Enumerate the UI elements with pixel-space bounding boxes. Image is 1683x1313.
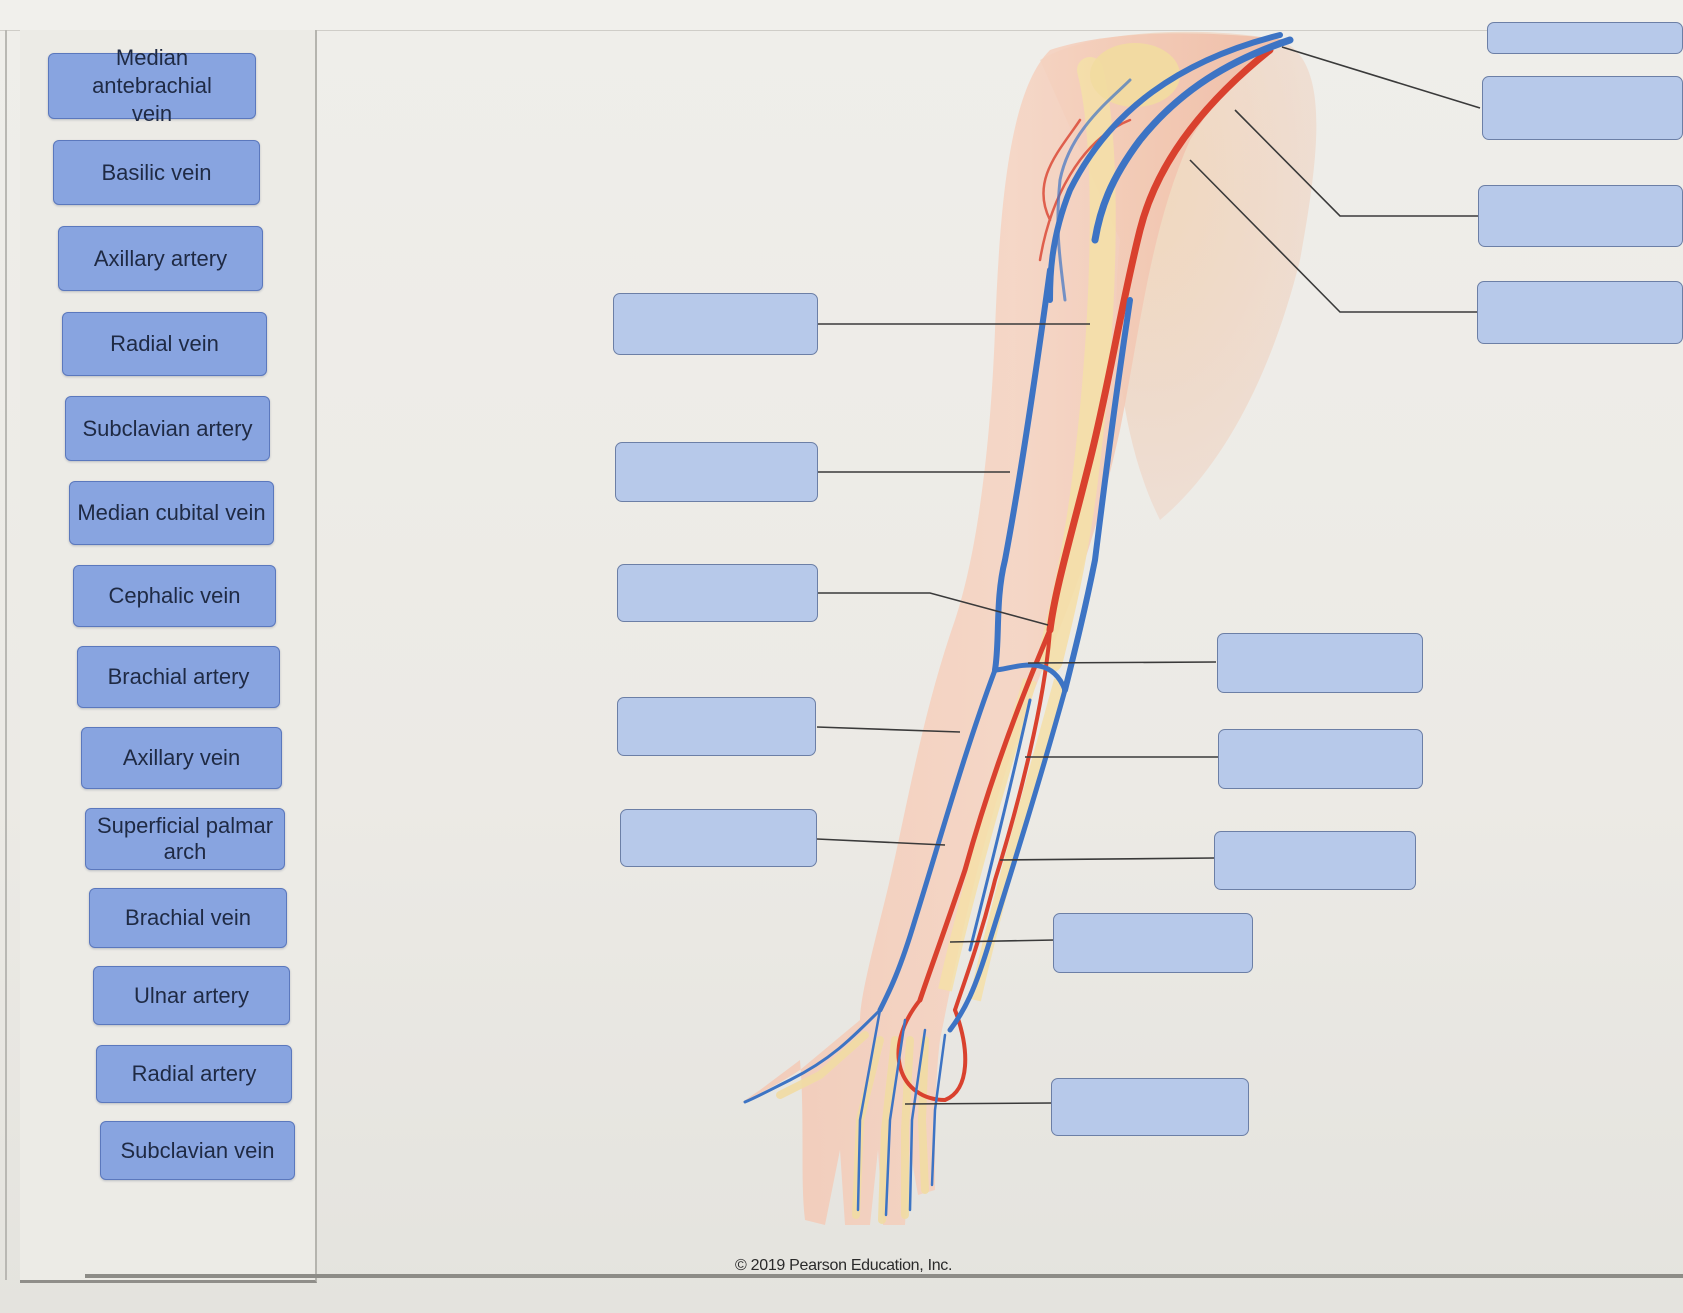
chip-label: Brachial artery (107, 664, 250, 689)
drop-target-9[interactable] (617, 697, 816, 756)
drop-target-7[interactable] (617, 564, 818, 622)
chip-label: Ulnar artery (134, 982, 249, 1008)
chip-label: Axillary vein (122, 745, 241, 770)
radius-bone (938, 677, 1037, 992)
chip-label: Median cubital vein (77, 500, 266, 525)
chip-label: Basilic vein (101, 159, 212, 185)
label-chip-ulnar-artery[interactable]: Ulnar artery (93, 966, 290, 1025)
chip-label: Median antebrachial vein (92, 45, 212, 126)
label-chip-subclavian-vein[interactable]: Subclavian vein (100, 1121, 295, 1180)
humeral-head (1090, 43, 1180, 107)
label-chip-median-antebrachial-vein[interactable]: Median antebrachial vein (48, 45, 256, 126)
label-chip-subclavian-artery[interactable]: Subclavian artery (65, 396, 270, 461)
chip-label: Subclavian artery (82, 415, 253, 441)
top-bar (0, 0, 1683, 31)
drop-target-13[interactable] (1053, 913, 1253, 973)
label-chip-brachial-artery[interactable]: Brachial artery (77, 646, 280, 708)
label-chip-radial-vein[interactable]: Radial vein (62, 312, 267, 376)
drop-target-3[interactable] (1478, 185, 1683, 247)
hand-bones (776, 1031, 929, 1224)
veins (743, 32, 1294, 1217)
label-chip-axillary-artery[interactable]: Axillary artery (58, 226, 263, 291)
label-chip-axillary-vein[interactable]: Axillary vein (81, 727, 282, 789)
chip-label: Brachial vein (125, 905, 251, 930)
label-chip-superficial-palmar-arch[interactable]: Superficial palmar arch (85, 808, 285, 870)
chip-label: Radial vein (110, 331, 219, 356)
chip-label: Cephalic vein (108, 583, 241, 608)
label-chip-radial-artery[interactable]: Radial artery (96, 1045, 292, 1103)
drop-target-1[interactable] (1487, 22, 1683, 54)
chip-label: Radial artery (131, 1061, 257, 1086)
drop-target-4[interactable] (1477, 281, 1683, 344)
drop-target-5[interactable] (613, 293, 818, 355)
chip-label: Subclavian vein (120, 1137, 275, 1163)
drop-target-11[interactable] (620, 809, 817, 867)
frame-bottom-edge (85, 1274, 1683, 1278)
chip-label: Axillary artery (93, 245, 228, 271)
drop-target-8[interactable] (1217, 633, 1423, 693)
label-chip-median-cubital-vein[interactable]: Median cubital vein (69, 481, 274, 545)
label-chip-cephalic-vein[interactable]: Cephalic vein (73, 565, 276, 627)
humerus-bone (1037, 57, 1116, 673)
copyright-text: © 2019 Pearson Education, Inc. (735, 1257, 953, 1274)
label-chip-basilic-vein[interactable]: Basilic vein (53, 140, 260, 205)
drop-target-12[interactable] (1214, 831, 1416, 890)
leader-lines (816, 46, 1481, 1105)
label-chip-brachial-vein[interactable]: Brachial vein (89, 888, 287, 948)
drop-target-2[interactable] (1482, 76, 1683, 140)
arteries (896, 46, 1274, 1103)
activity-frame (5, 30, 1683, 1280)
drop-target-6[interactable] (615, 442, 818, 502)
drop-target-10[interactable] (1218, 729, 1423, 789)
arm-silhouette (738, 33, 1290, 1226)
drop-target-14[interactable] (1051, 1078, 1249, 1136)
chip-label: Superficial palmar arch (96, 813, 274, 864)
